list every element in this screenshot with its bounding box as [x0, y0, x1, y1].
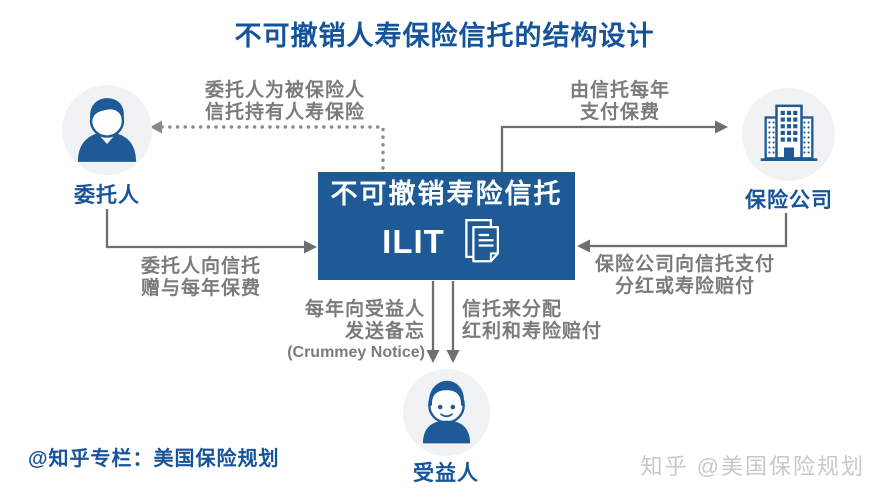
beneficiary-avatar	[403, 369, 490, 456]
arrow-trust-pays-premium	[500, 120, 728, 172]
edge-label-crummey-notice: 每年向受益人 发送备忘 (Crummey Notice)	[287, 299, 425, 361]
edge-label-trust-holds-policy: 委托人为被保险人 信托持有人寿保险	[204, 80, 365, 124]
edge-label-insurer-pays: 保险公司向信托支付 分红或寿险赔付	[594, 254, 775, 298]
arrow-grantor-gifts	[105, 209, 317, 254]
edge-label-grantor-gifts: 委托人向信托 赠与每年保费	[140, 256, 261, 300]
building-icon	[760, 104, 817, 161]
arrow-crummey-notice	[426, 281, 440, 363]
insurer-avatar	[742, 88, 835, 181]
child-icon	[422, 380, 471, 444]
trust-name: 不可撤销寿险信托	[330, 179, 563, 210]
document-icon	[465, 218, 499, 263]
arrow-trust-holds-policy	[150, 120, 385, 170]
footer-watermark-right: 知乎 @美国保险规划	[640, 454, 865, 479]
grantor-label: 委托人	[74, 184, 140, 207]
arrow-trust-distributes	[446, 281, 460, 363]
person-icon	[77, 98, 137, 162]
trust-abbr: ILIT	[382, 222, 445, 260]
insurer-label: 保险公司	[745, 189, 833, 212]
footer-watermark-left: @知乎专栏：美国保险规划	[28, 448, 280, 470]
edge-label-trust-distributes: 信托来分配 红利和寿险赔付	[462, 299, 603, 343]
edge-label-trust-pays-premium: 由信托每年 支付保费	[569, 80, 670, 124]
trust-node: 不可撤销寿险信托 ILIT	[318, 172, 575, 280]
beneficiary-label: 受益人	[413, 462, 479, 485]
arrow-insurer-pays	[577, 213, 788, 253]
page-title: 不可撤销人寿保险信托的结构设计	[234, 21, 655, 51]
grantor-avatar	[62, 85, 152, 175]
